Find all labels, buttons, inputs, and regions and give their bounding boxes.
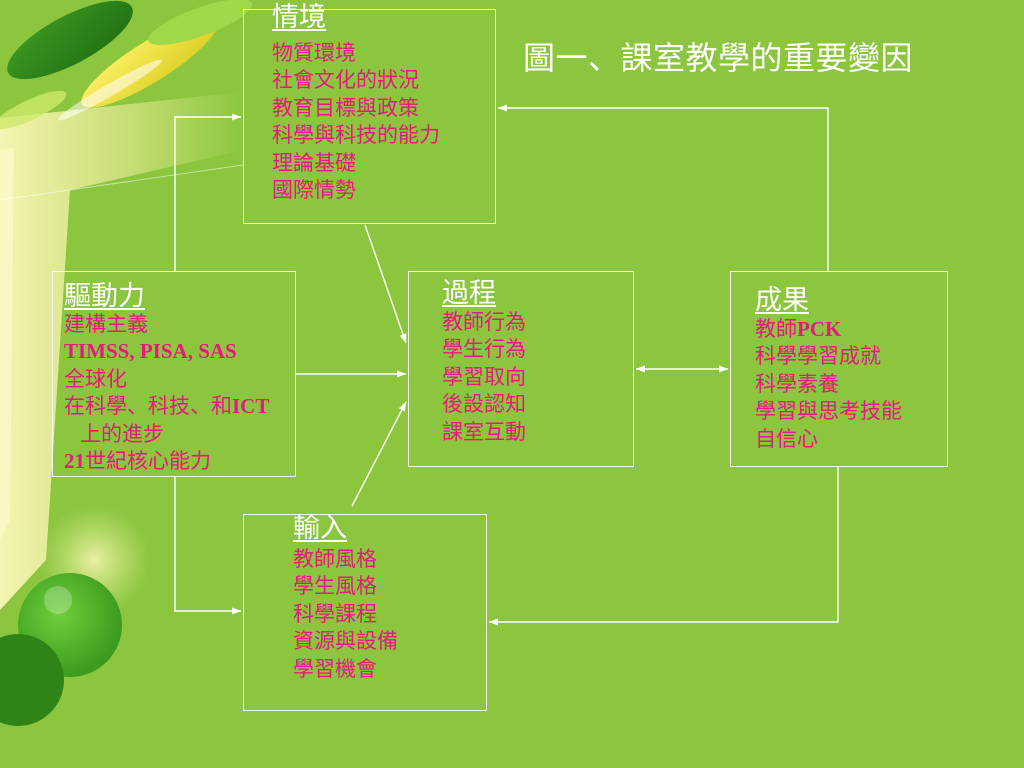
outcome-item: 學習與思考技能 [755,399,902,424]
process-box [408,271,634,467]
input-item: 資源與設備 [293,629,398,654]
arrow-drivers-to-input [174,477,241,615]
decor-circle-dark [0,634,64,726]
arrow-drivers-to-context [174,113,241,271]
process-item: 學生行為 [442,337,526,362]
outcome-item: 自信心 [755,426,818,451]
context-item: 國際情勢 [272,177,356,202]
arrow-context-to-process [364,224,407,344]
context-box [243,9,496,224]
context-item: 物質環境 [272,41,356,65]
input-item: 科學課程 [293,601,377,626]
drivers-item: 在科學、科技、和ICT [64,394,270,419]
arrow-input-to-process [351,401,407,507]
outcome-item: 科學學習成就 [755,344,881,369]
input-item: 學習機會 [293,656,377,681]
input-heading: 輸入 [293,513,347,543]
context-heading: 情境 [272,2,326,32]
process-item: 教師行為 [442,310,526,334]
input-item-list: 教師風格 學生風格 科學課程 資源與設備 學習機會 [293,546,398,683]
input-item: 學生風格 [293,574,377,599]
drivers-item: 建構主義 [64,312,148,336]
process-heading: 過程 [442,278,496,308]
context-item-list: 物質環境 社會文化的狀況 教育目標與政策 科學與科技的能力 理論基礎 國際情勢 [272,40,440,204]
context-item: 社會文化的狀況 [272,68,419,93]
input-box [243,514,487,711]
context-item: 教育目標與政策 [272,95,419,120]
decor-cream-band [0,92,243,610]
decor-thin-line [0,164,244,201]
context-item: 科學與科技的能力 [272,123,440,148]
outcome-box [730,271,948,467]
drivers-item: 全球化 [64,366,127,391]
process-item: 學習取向 [442,364,526,389]
decor-leaf-dark [7,0,133,80]
decor-leaf-highlight [57,59,163,121]
arrow-outcome-to-context [498,104,829,271]
decor-leaf-light [148,0,252,45]
outcome-item-list: 教師PCK 科學學習成就 科學素養 學習與思考技能 自信心 [755,316,902,453]
process-item: 後設認知 [442,392,526,417]
decor-leaf-small [0,90,67,130]
process-item-list: 教師行為 學生行為 學習取向 後設認知 課室互動 [442,309,526,446]
outcome-item: 科學素養 [755,371,839,396]
slide-title: 圖一、課室教學的重要變因 [523,40,914,76]
arrow-outcome-to-input [489,467,839,626]
drivers-item-continuation: 上的進步 [80,421,164,446]
decor-circle-highlight [44,586,72,614]
context-item: 理論基礎 [272,150,356,175]
process-item: 課室互動 [442,419,526,444]
drivers-item: TIMSS, PISA, SAS [64,339,237,364]
drivers-item-list: 建構主義 TIMSS, PISA, SAS 全球化 在科學、科技、和ICT 上的… [64,311,269,475]
outcome-item: 教師PCK [755,317,842,341]
drivers-heading: 驅動力 [64,281,145,311]
drivers-item: 21世紀核心能力 [64,448,211,473]
input-item: 教師風格 [293,547,377,571]
outcome-heading: 成果 [755,285,809,315]
decor-cream-strip [0,148,14,540]
drivers-box [52,271,296,477]
